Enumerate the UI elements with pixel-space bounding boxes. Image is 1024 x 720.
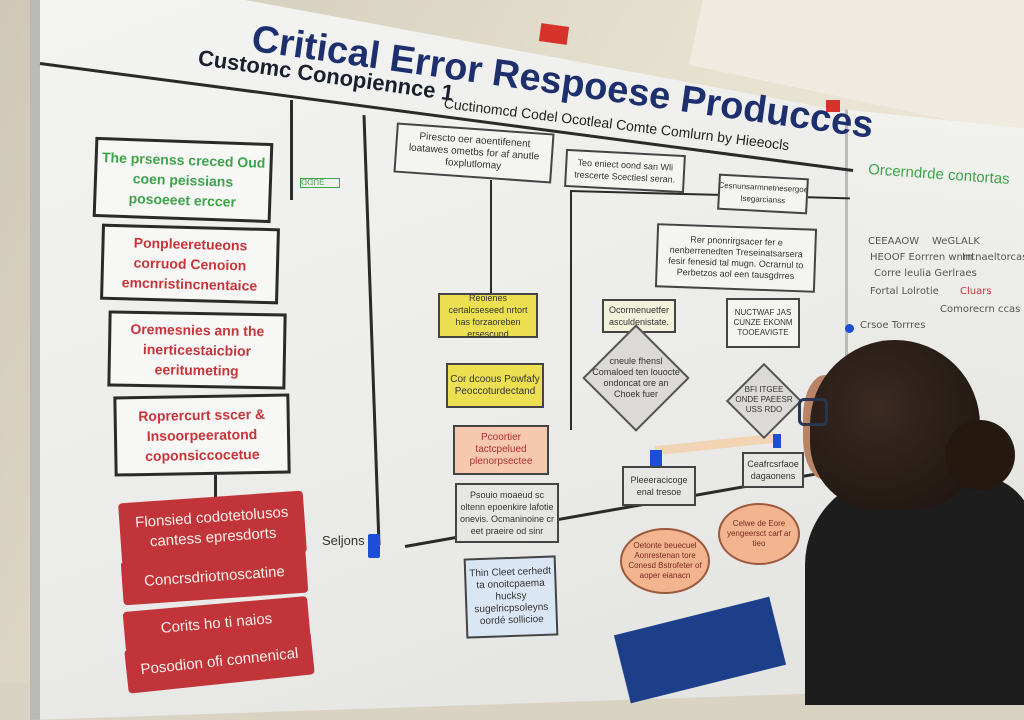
person-body <box>805 475 1024 705</box>
connector-line <box>290 100 293 200</box>
person-hair-bun <box>945 420 1015 490</box>
handwritten-note: Fortal Lolrotie <box>870 286 939 297</box>
decision-text: BFI ITGEE ONDE PAEESR USS RDO <box>735 385 793 414</box>
connector-line <box>570 190 572 430</box>
handwritten-note: HEOOF Eorrren wnrn <box>870 252 974 263</box>
flow-box: Pleeeracicoge enal tresoe <box>622 466 696 506</box>
person-hair <box>810 340 980 510</box>
flow-box: Cesnunsarmnetnesergoe Isegarcianss <box>717 173 809 215</box>
handwritten-note: Comorecrn ccas <box>940 304 1021 315</box>
flow-box-yellow: Cor dcoous Powfafy Peoccoturdectand <box>446 363 544 408</box>
flow-box-peach: Pcoortier tactcpelued plenorpsectee <box>453 425 549 475</box>
flow-box: Oremesnies ann the inerticestaicbior eer… <box>107 310 287 390</box>
small-label: ᗡᗡᑎE <box>300 178 340 188</box>
terminal-oval: Oetonte beuecuel Aonrestenan tore Conesd… <box>620 528 710 594</box>
side-label: Seljons <box>322 533 365 548</box>
flow-box: Roprercurt sscer & Insoorpeeratond copon… <box>113 393 291 477</box>
handwritten-note: Crsoe Torrres <box>860 320 926 331</box>
flow-box-yellow: Reoienes certalcseseed nrtort has forzao… <box>438 293 538 339</box>
handwritten-note: CEEAAOW <box>868 236 920 247</box>
red-magnet <box>538 23 570 45</box>
blue-marker <box>650 450 662 466</box>
blue-marker <box>773 434 781 448</box>
handwritten-note: Corre leulia Gerlraes <box>874 268 977 279</box>
flow-box-start: The prsenss creced Oud coen peissians po… <box>92 136 274 224</box>
red-magnet <box>826 100 840 112</box>
blue-marker <box>368 534 380 558</box>
flow-box: Ponpleeretueons corruod Cenoion emcnrist… <box>100 223 280 305</box>
flow-box: Rer pnonrirgsacer fer e nenberrenedten T… <box>654 223 818 293</box>
handwritten-note: WeGLALK <box>932 236 980 247</box>
flow-box: NUCTWAF JAS CUNZE EKONM TOOEAVIGTE <box>726 298 800 348</box>
flow-box: Ceafrcsrfaoe dagaonens <box>742 452 804 488</box>
terminal-oval: Celwe de Eore yengeersct carf ar tieo <box>718 503 800 565</box>
handwritten-note: Cluars <box>960 286 992 297</box>
glasses-icon <box>798 398 828 426</box>
connector-line <box>214 475 217 500</box>
connector-line <box>490 180 492 295</box>
flow-box: Psouio moaeud sc oltenn epoenkire lafoti… <box>455 483 559 543</box>
handwritten-note: Intnaeltorcas <box>962 252 1024 263</box>
flow-box-blue: Thin Cleet cerhedt ta onoitcpaema hucksy… <box>463 555 559 639</box>
decision-text: cneule fhensl Comaloed ten louocte ondon… <box>592 356 680 399</box>
blue-magnet <box>845 324 854 333</box>
flow-box: Teo eniect oond san Wli trescerte Scecti… <box>564 148 686 194</box>
